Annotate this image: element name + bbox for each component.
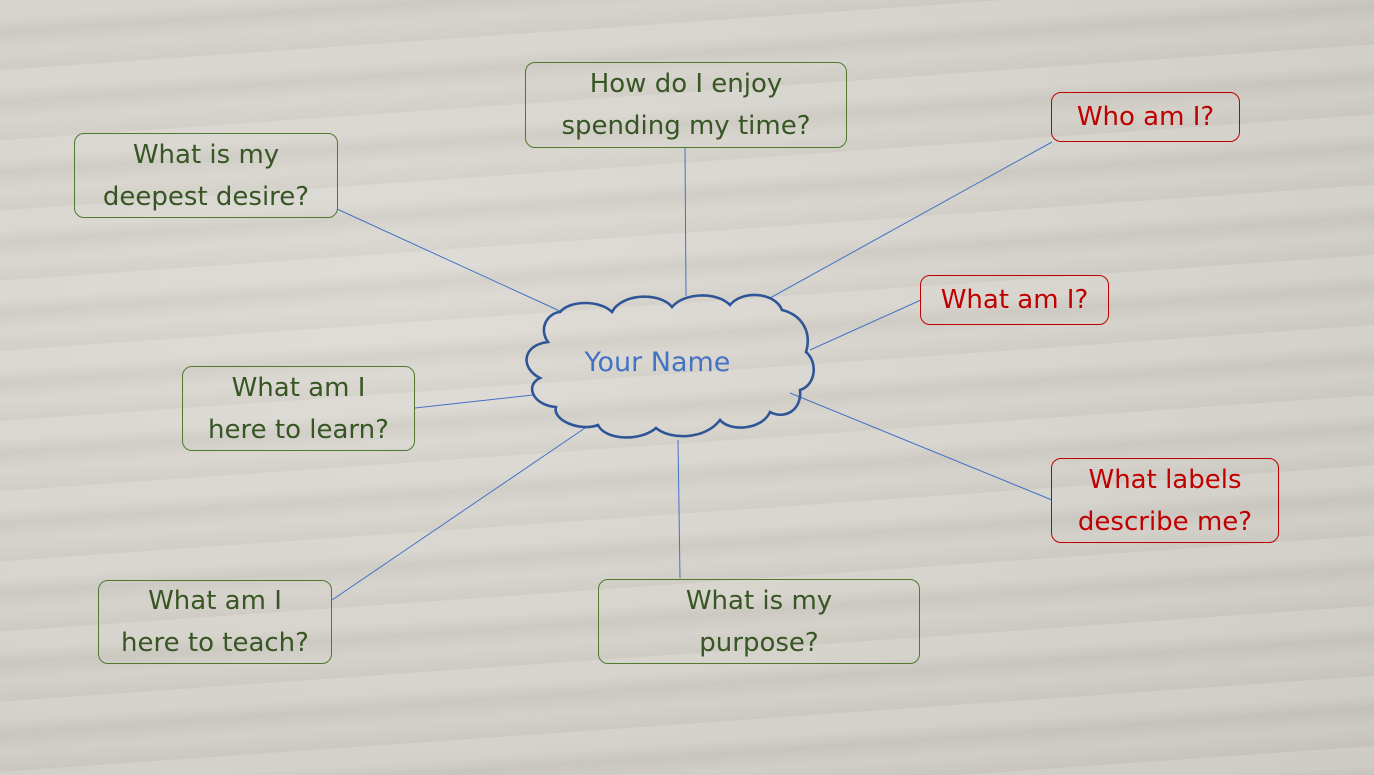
node-deepest-desire: What is my deepest desire? xyxy=(74,133,338,218)
node-what-am-i: What am I? xyxy=(920,275,1109,325)
node-labels-line-2: describe me? xyxy=(1077,506,1253,537)
node-purpose: What is my purpose? xyxy=(598,579,920,664)
node-what-am-i-line-1: What am I? xyxy=(940,285,1089,315)
edge-how-spend xyxy=(684,146,687,297)
node-deepest-desire-line-2: deepest desire? xyxy=(102,181,310,212)
cloud-shape xyxy=(525,293,815,439)
node-here-to-learn-line-2: here to learn? xyxy=(208,414,389,445)
node-how-spend-line-2: spending my time? xyxy=(561,111,811,141)
edge-here-to-teach xyxy=(331,427,586,601)
node-here-to-teach: What am I here to teach? xyxy=(98,580,332,664)
node-here-to-learn-line-1: What am I xyxy=(231,372,366,403)
node-how-spend: How do I enjoy spending my time? xyxy=(525,62,847,148)
edge-what-am-i xyxy=(809,299,922,351)
node-here-to-teach-line-2: here to teach? xyxy=(121,628,309,658)
node-here-to-teach-line-1: What am I xyxy=(148,586,282,616)
node-deepest-desire-line-1: What is my xyxy=(132,139,280,170)
edge-labels xyxy=(789,392,1053,501)
node-labels: What labels describe me? xyxy=(1051,458,1279,543)
edge-purpose xyxy=(677,439,681,579)
node-who-am-i: Who am I? xyxy=(1051,92,1240,142)
node-purpose-line-2: purpose? xyxy=(699,627,819,658)
node-purpose-line-1: What is my xyxy=(685,585,833,616)
edge-here-to-learn xyxy=(414,394,534,409)
node-labels-line-1: What labels xyxy=(1088,464,1242,495)
edge-deepest-desire xyxy=(336,208,563,313)
node-who-am-i-line-1: Who am I? xyxy=(1076,102,1215,132)
node-here-to-learn: What am I here to learn? xyxy=(182,366,415,451)
center-label: Your Name xyxy=(584,347,731,378)
node-how-spend-line-1: How do I enjoy xyxy=(589,69,783,99)
edge-who-am-i xyxy=(769,141,1053,299)
